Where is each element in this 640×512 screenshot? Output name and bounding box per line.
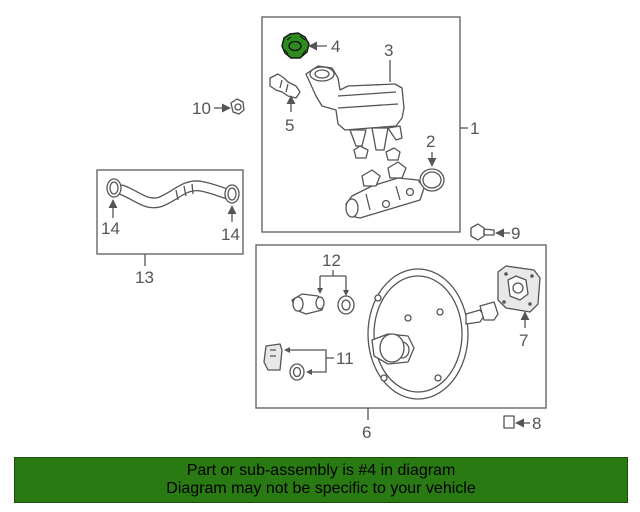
fluid-reservoir-part-3[interactable] xyxy=(305,65,405,151)
callout-12: 12 xyxy=(322,251,341,270)
nut-part-10[interactable] xyxy=(230,98,245,115)
callout-8: 8 xyxy=(532,414,541,433)
brake-booster-part-6[interactable] xyxy=(367,268,499,400)
hose-group-box xyxy=(96,169,244,255)
clip-part-8[interactable] xyxy=(503,415,515,429)
master-cylinder-group-box xyxy=(261,16,461,233)
callout-6: 6 xyxy=(362,423,371,442)
brake-booster-group-box xyxy=(255,244,547,409)
master-cylinder-body xyxy=(345,161,425,219)
part-info-banner: Part or sub-assembly is #4 in diagram Di… xyxy=(14,457,628,503)
callout-14b: 14 xyxy=(221,225,240,244)
callout-12-bracket xyxy=(319,270,347,292)
level-sensor-part-5[interactable] xyxy=(269,73,301,99)
grommet-part-11[interactable] xyxy=(289,363,305,381)
callout-5: 5 xyxy=(285,116,294,135)
callout-11-bracket xyxy=(286,349,334,373)
grommet-part-12[interactable] xyxy=(337,295,355,315)
callout-11: 11 xyxy=(336,349,354,368)
hose-clamp-right-part-14[interactable] xyxy=(224,184,240,204)
callout-4: 4 xyxy=(331,37,340,56)
callout-9: 9 xyxy=(511,224,520,243)
vacuum-hose-part-13[interactable] xyxy=(116,180,234,209)
callout-3: 3 xyxy=(384,41,393,60)
sensor-connector-part-11[interactable] xyxy=(263,343,283,371)
callout-1: 1 xyxy=(470,119,479,138)
callout-7: 7 xyxy=(519,331,528,350)
callout-10: 10 xyxy=(192,99,211,118)
reservoir-grommets xyxy=(353,145,401,161)
bolt-part-9[interactable] xyxy=(470,223,495,241)
o-ring-part-2[interactable] xyxy=(419,168,445,192)
check-valve-part-12[interactable] xyxy=(291,293,325,315)
banner-line-2: Diagram may not be specific to your vehi… xyxy=(166,480,476,497)
hose-clamp-left-part-14[interactable] xyxy=(106,178,122,198)
callout-13: 13 xyxy=(135,268,154,287)
callout-14a: 14 xyxy=(101,219,120,238)
gasket-part-7[interactable] xyxy=(497,265,541,313)
callout-2: 2 xyxy=(426,132,435,151)
reservoir-cap-part-4[interactable] xyxy=(281,32,310,59)
banner-line-1: Part or sub-assembly is #4 in diagram xyxy=(186,462,456,479)
